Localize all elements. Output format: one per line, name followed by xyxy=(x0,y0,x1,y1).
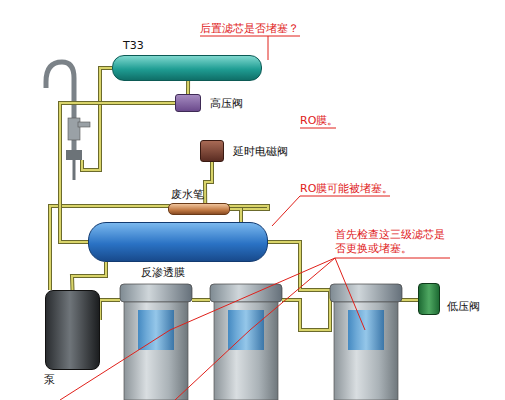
leader-line xyxy=(60,36,450,400)
part-name: 延时电磁阀 xyxy=(233,145,288,158)
pipe-outline xyxy=(72,262,106,290)
low-pressure-valve: 低压阀 xyxy=(418,283,440,315)
water-pipe xyxy=(205,162,212,203)
pump: 泵 xyxy=(45,290,100,370)
part-name: 低压阀 xyxy=(447,300,480,313)
waste-flow-restrictor: 废水笔 xyxy=(168,203,230,215)
pipe-outline xyxy=(230,209,241,222)
solenoid-valve: 延时电磁阀 xyxy=(200,140,224,162)
part-name: 高压阀 xyxy=(210,97,243,110)
ro-membrane: 反渗透膜 xyxy=(88,222,268,262)
part-name: 废水笔 xyxy=(171,188,204,201)
pipe-fill xyxy=(205,162,212,203)
note-text: RO膜。 xyxy=(300,114,360,128)
water-pipe xyxy=(188,81,189,94)
pipe-outline xyxy=(186,81,190,94)
note-text: 后置滤芯是否堵塞？ xyxy=(200,22,340,36)
pipe-fill xyxy=(72,262,106,290)
part-name: 泵 xyxy=(44,373,55,386)
note-text: 首先检查这三级滤芯是否更换或堵塞。 xyxy=(335,228,449,256)
water-pipe xyxy=(72,262,106,290)
high-pressure-valve: 高压阀 xyxy=(175,94,201,112)
water-pipe xyxy=(50,68,418,330)
note-text: RO膜可能被堵塞。 xyxy=(300,182,410,196)
water-pipe xyxy=(230,209,241,222)
prefilter xyxy=(120,284,402,400)
part-name: 反渗透膜 xyxy=(141,266,185,279)
pipe-fill xyxy=(187,81,189,94)
post-carbon-filter: T33 xyxy=(112,55,262,81)
pipe-fill xyxy=(230,209,241,222)
pipe-outline xyxy=(205,162,212,203)
part-name: T33 xyxy=(123,39,144,52)
